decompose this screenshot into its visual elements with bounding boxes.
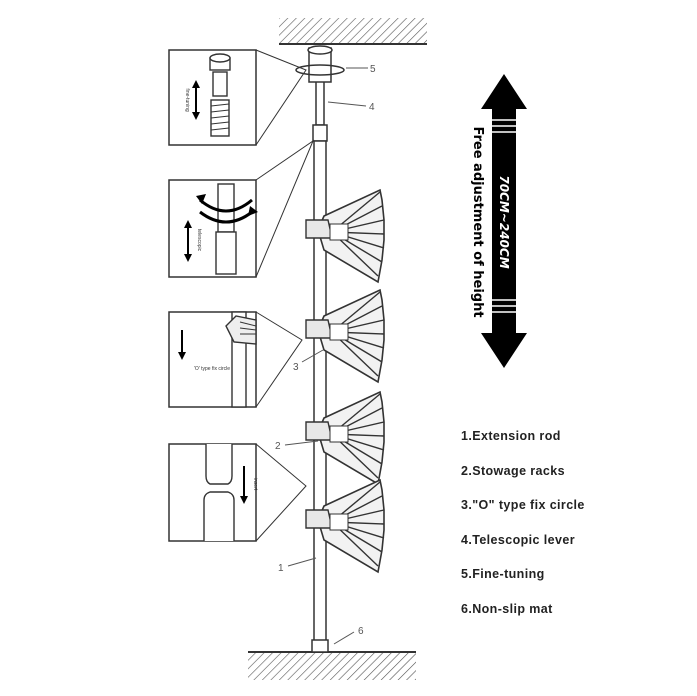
ceiling xyxy=(279,18,427,45)
inset-telescopic: telescopic xyxy=(168,139,315,278)
callout-6: 6 xyxy=(358,626,364,637)
inset-insert: insert xyxy=(168,443,307,542)
insert-arrow-icon xyxy=(240,496,248,504)
inset-o-ring: 'O' type fix circle xyxy=(168,311,303,408)
legend-item-extension-rod: 1.Extension rod xyxy=(461,429,561,443)
floor xyxy=(248,651,416,680)
legend-item-non-slip-mat: 6.Non-slip mat xyxy=(461,601,553,616)
fine-tuning-ring xyxy=(295,64,345,76)
height-adjustment-arrow: 70CM~240CM Free adjustment of height xyxy=(470,74,527,368)
callout-1: 1 xyxy=(278,563,284,574)
rotate-arrow-icon xyxy=(196,194,206,204)
legend-item-stowage-racks: 2.Stowage racks xyxy=(461,463,565,478)
height-caption: Free adjustment of height xyxy=(470,126,485,317)
inset-fine-tuning: fine-tuning xyxy=(168,49,307,146)
down-arrow-icon xyxy=(178,352,186,360)
inset-telescopic-label: telescopic xyxy=(196,229,202,252)
callout-2: 2 xyxy=(275,441,281,452)
inset-fine-tuning-label: fine-tuning xyxy=(184,88,190,112)
callout-4: 4 xyxy=(369,102,375,113)
inset-o-ring-label: 'O' type fix circle xyxy=(194,366,230,372)
legend-item-o-type-fix-circle: 3."O" type fix circle xyxy=(461,498,585,512)
callout-5: 5 xyxy=(370,64,376,75)
height-range-label: 70CM~240CM xyxy=(497,175,511,268)
parts-legend: 1.Extension rod 2.Stowage racks 3."O" ty… xyxy=(461,424,585,631)
callout-3: 3 xyxy=(293,362,299,373)
legend-item-fine-tuning: 5.Fine-tuning xyxy=(461,567,545,581)
non-slip-mat xyxy=(311,639,329,653)
legend-item-telescopic-lever: 4.Telescopic lever xyxy=(461,532,575,547)
inset-insert-label: insert xyxy=(252,478,258,491)
